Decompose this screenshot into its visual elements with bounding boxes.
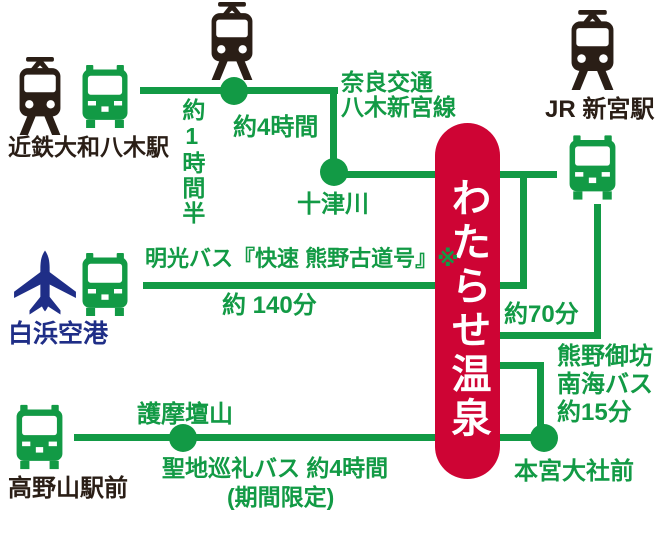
route-line-hongu-h (480, 362, 544, 369)
stop-label-hongu-taisha-mae: 本宮大社前 (514, 458, 634, 485)
stop-dot-gomadanzan (169, 424, 197, 452)
station-label-koyasan-ekimae: 高野山駅前 (8, 475, 128, 502)
duration-label-yagi-leg2: 約4時間 (233, 114, 319, 141)
route-line-koyasan-h (74, 434, 546, 441)
airplane-icon (14, 250, 76, 315)
stop-dot-hongu-taisha-mae (530, 424, 558, 452)
route-name-kumano-gobo: 熊野御坊 (557, 343, 653, 370)
duration-label-meiko: 約 140分 (222, 292, 317, 319)
duration-label-yagi-leg1: 約1時間半 (178, 98, 205, 226)
train-icon (211, 2, 253, 80)
route-name-yagi-shingu-line: 八木新宮線 (341, 94, 456, 120)
bus-icon (16, 404, 63, 470)
duration-label-jr-shingu: 約70分 (504, 301, 579, 328)
destination-pill: わたらせ温泉 (435, 123, 500, 479)
route-name-nara-kotsu: 奈良交通 (341, 69, 433, 95)
stop-dot-yagi-transfer (220, 77, 248, 105)
route-name-nankai-bus: 南海バス (557, 371, 653, 398)
route-line-hongu-v (537, 362, 544, 442)
stop-label-totsukawa: 十津川 (297, 191, 369, 218)
bus-icon (82, 253, 128, 316)
bus-icon (569, 135, 616, 200)
destination-label: わたらせ温泉 (445, 177, 490, 441)
train-icon (19, 57, 61, 135)
route-line-connector-v (520, 171, 527, 289)
train-icon (571, 10, 614, 90)
route-note-limited-period: (期間限定) (227, 484, 335, 510)
route-line-meiko-h (143, 282, 527, 289)
station-label-jr-shingu: JR 新宮駅 (545, 96, 655, 123)
station-label-shirahama-airport: 白浜空港 (8, 320, 109, 348)
stop-label-gomadanzan: 護摩壇山 (137, 401, 233, 428)
route-line-jr-h (480, 332, 601, 339)
duration-label-hongu: 約15分 (557, 399, 632, 426)
route-line-jr-v (594, 204, 601, 339)
route-line-yagi-v (330, 87, 337, 179)
route-name-meiko-bus: 明光バス『快速 熊野古道号』※ (145, 246, 459, 271)
station-label-kintetsu-yamato-yagi: 近鉄大和八木駅 (8, 134, 169, 160)
stop-dot-totsukawa (320, 158, 348, 186)
route-name-seichi-junrei-bus: 聖地巡礼バス 約4時間 (162, 455, 389, 481)
bus-icon (82, 65, 128, 128)
